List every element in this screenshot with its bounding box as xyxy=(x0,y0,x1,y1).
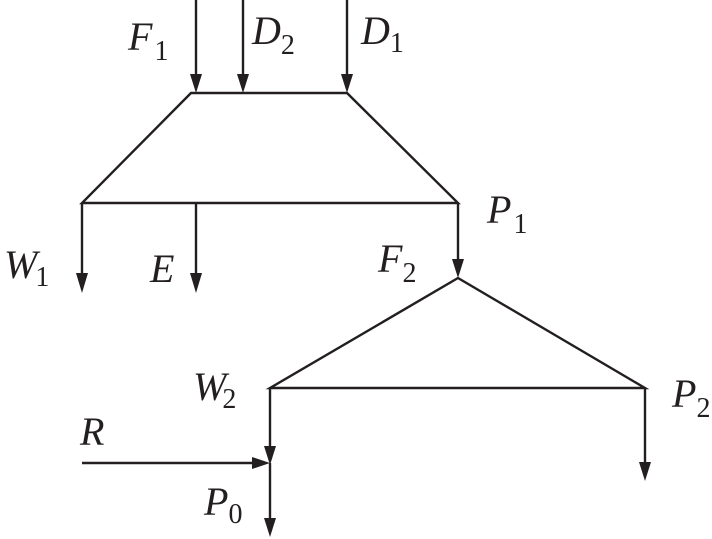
stream-E-arrow xyxy=(190,203,202,293)
stream-F1-arrow xyxy=(190,0,202,93)
label-D2: D2 xyxy=(251,8,295,61)
stream-P0-arrow xyxy=(264,463,276,537)
stream-R-arrow xyxy=(82,457,270,469)
label-F1: F1 xyxy=(127,14,168,67)
label-R: R xyxy=(79,409,104,454)
label-F2: F2 xyxy=(377,236,416,289)
stream-D1-arrow xyxy=(341,0,353,93)
label-P1: P1 xyxy=(486,187,527,240)
unit-2-triangle xyxy=(265,276,650,390)
label-E: E xyxy=(149,246,174,291)
label-D1: D1 xyxy=(360,8,404,59)
unit-1-trapezoid xyxy=(79,91,461,205)
stream-P2-arrow xyxy=(639,388,651,481)
stream-P1-F2-arrow xyxy=(452,203,464,278)
label-P0: P0 xyxy=(203,479,242,530)
stream-W2-arrow xyxy=(264,388,276,465)
label-W2: W2 xyxy=(193,364,236,415)
label-W1: W1 xyxy=(4,242,49,293)
label-P2: P2 xyxy=(671,371,710,424)
stream-W1-arrow xyxy=(76,203,88,293)
stream-D2-arrow xyxy=(237,0,249,93)
